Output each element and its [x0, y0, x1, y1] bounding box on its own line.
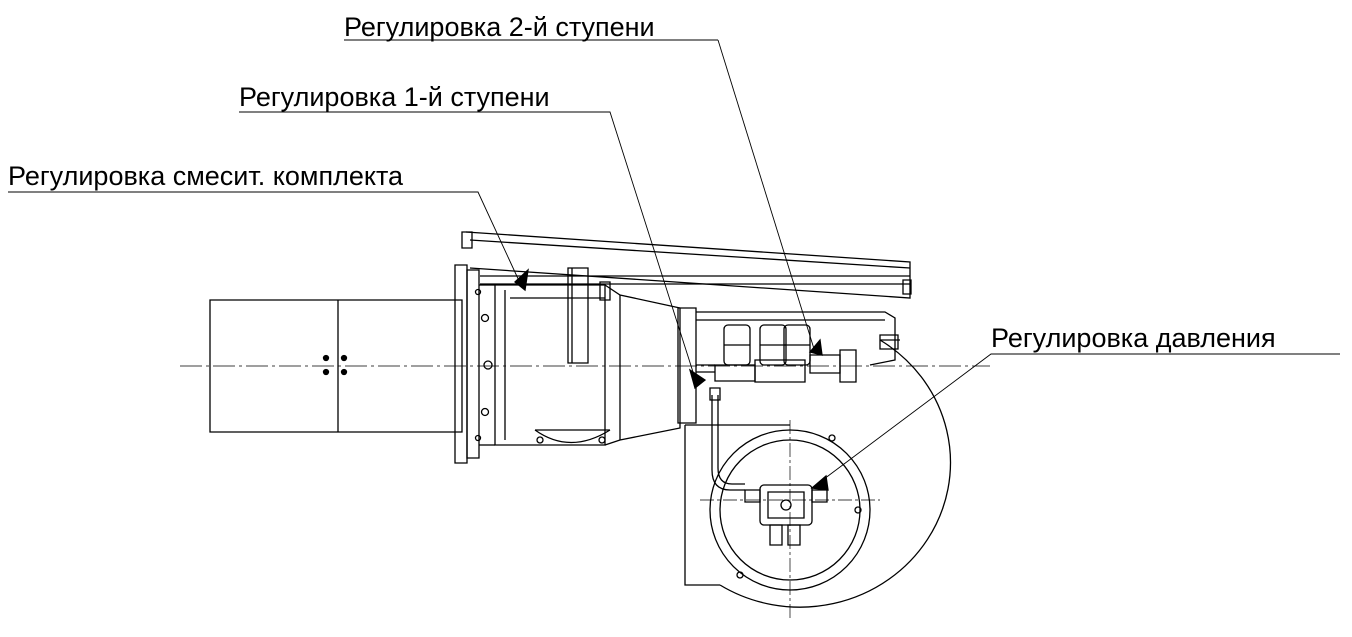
leader-stage1 [239, 112, 693, 372]
label-pressure-adjustment: Регулировка давления [991, 323, 1276, 353]
regulation-rod [462, 232, 911, 300]
leader-pressure [820, 354, 1340, 482]
oil-pump [745, 476, 828, 545]
oil-pipe-2 [718, 395, 745, 484]
leader-mixing [8, 192, 520, 283]
fan-housing [685, 340, 950, 620]
head-housing [495, 268, 680, 445]
valve-block [678, 308, 898, 423]
mounting-flange [455, 265, 495, 463]
leader-stage2 [718, 40, 815, 352]
blast-tube [210, 300, 462, 432]
label-mixing-adjustment: Регулировка смесит. комплекта [8, 161, 404, 191]
label-stage1-adjustment: Регулировка 1-й ступени [239, 82, 550, 112]
label-stage2-adjustment: Регулировка 2-й ступени [344, 12, 655, 42]
oil-pipe [712, 395, 745, 490]
